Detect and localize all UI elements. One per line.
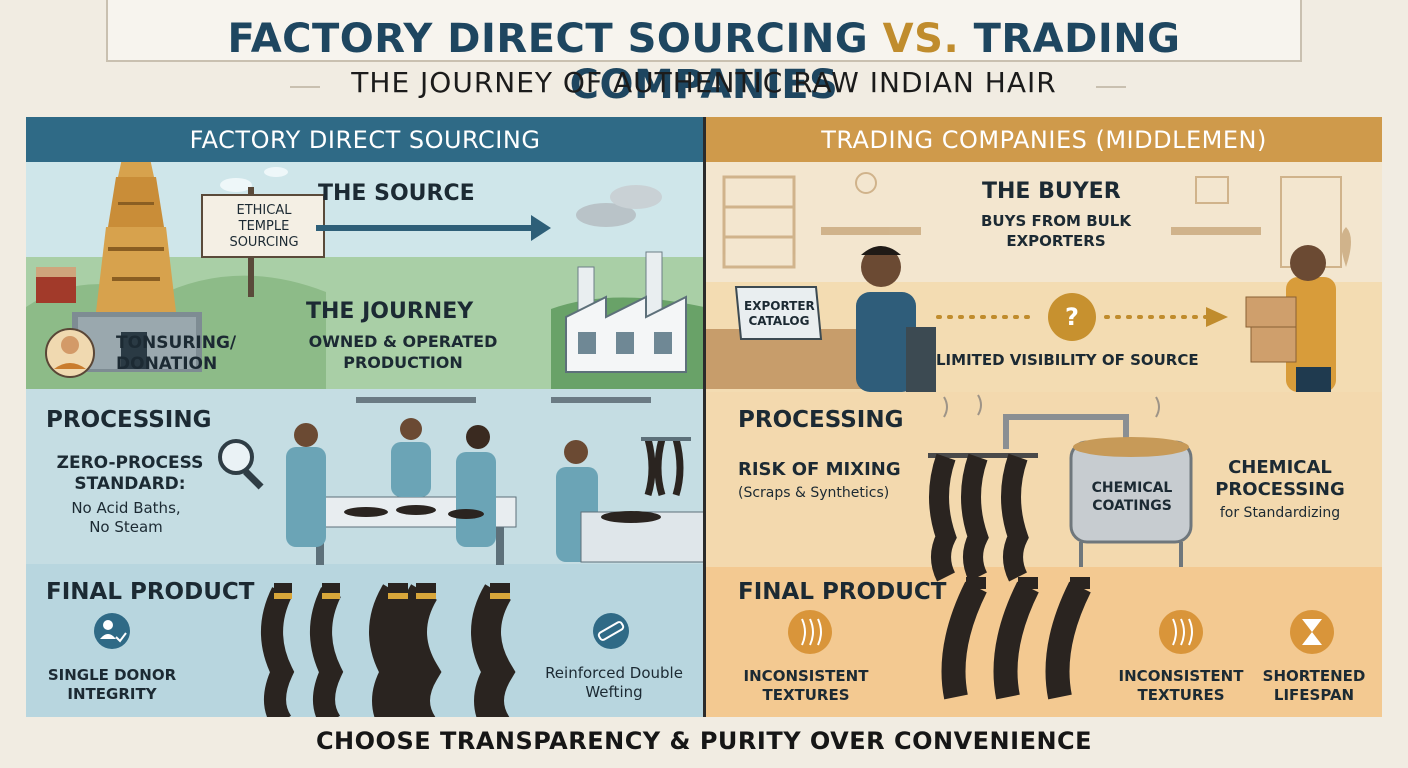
texture-label-1: INCONSISTENT TEXTURES [743,667,869,704]
temple-illustration [36,139,202,372]
final-label-left: FINAL PRODUCT [46,579,255,605]
limited-visibility-arrow [936,293,1228,341]
office-background [722,172,1351,269]
ethical-sign-text: ETHICAL TEMPLE SOURCING [229,203,299,250]
final-label-right: FINAL PRODUCT [738,579,947,605]
tonsuring-label: TONSURING/ DONATION [116,333,237,374]
factory-illustration [551,185,704,389]
panel-divider [703,117,706,717]
lab-workers-illustration [286,397,704,565]
weft-icon [593,613,629,649]
main-title: FACTORY DIRECT SOURCING VS. TRADING COMP… [227,16,1181,108]
question-mark: ? [1065,303,1079,331]
ethical-sign-board [201,187,325,297]
journey-detail: OWNED & OPERATED PRODUCTION [308,332,498,372]
right-panel-heading: TRADING COMPANIES (MIDDLEMEN) [706,117,1382,162]
chem-processing-label: CHEMICAL PROCESSING [1215,457,1345,500]
box-carrier-illustration [1245,245,1336,392]
chem-processing-detail: for Standardizing [1219,505,1341,521]
hourglass-icon [1290,610,1334,654]
hair-bundles-right [941,577,1091,700]
buyer-at-desk-illustration [706,246,936,392]
processing-label-right: PROCESSING [738,407,904,433]
source-label: THE SOURCE [318,181,475,206]
buyer-detail: BUYS FROM BULK EXPORTERS [981,212,1131,250]
factory-direct-panel: FACTORY DIRECT SOURCING ETHICAL TEMPLE S… [26,117,704,717]
texture-icon-1 [788,610,832,654]
journey-arrow-icon [316,215,551,241]
footer-tagline: CHOOSE TRANSPARENCY & PURITY OVER CONVEN… [315,727,1093,755]
single-donor-icon [94,613,130,649]
factory-illustrations [26,139,704,717]
journey-label: THE JOURNEY [306,299,474,324]
subtitle-rule-right [1096,86,1126,88]
visibility-label: LIMITED VISIBILITY OF SOURCE [936,351,1199,369]
single-donor-label: SINGLE DONOR INTEGRITY [47,666,177,703]
texture-icon-2 [1159,610,1203,654]
subtitle: THE JOURNEY OF AUTHENTIC RAW INDIAN HAIR [351,66,1057,99]
trading-companies-panel: TRADING COMPANIES (MIDDLEMEN) THE BUYER … [706,117,1382,717]
chemical-vat-illustration [928,394,1193,582]
title-box [106,0,1302,62]
coatings-label: CHEMICAL COATINGS [1091,480,1173,514]
processing-label-left: PROCESSING [46,407,212,433]
standard-detail: No Acid Baths, No Steam [71,499,181,536]
texture-label-2: INCONSISTENT TEXTURES [1118,667,1244,704]
hair-bundles-left [261,583,516,717]
lifespan-label: SHORTENED LIFESPAN [1262,667,1366,704]
left-panel-heading: FACTORY DIRECT SOURCING [26,117,704,162]
buyer-label: THE BUYER [982,179,1121,204]
exporter-catalog-text: EXPORTER CATALOG [744,299,815,328]
weft-label: Reinforced Double Wefting [545,664,683,701]
magnifier-icon [218,439,264,490]
standard-label: ZERO-PROCESS STANDARD: [56,453,204,494]
trading-illustrations [706,162,1382,717]
tonsuring-icon [45,328,95,378]
mixing-detail: (Scraps & Synthetics) [738,485,890,501]
subtitle-rule-left [290,86,320,88]
mixing-label: RISK OF MIXING [738,459,901,480]
